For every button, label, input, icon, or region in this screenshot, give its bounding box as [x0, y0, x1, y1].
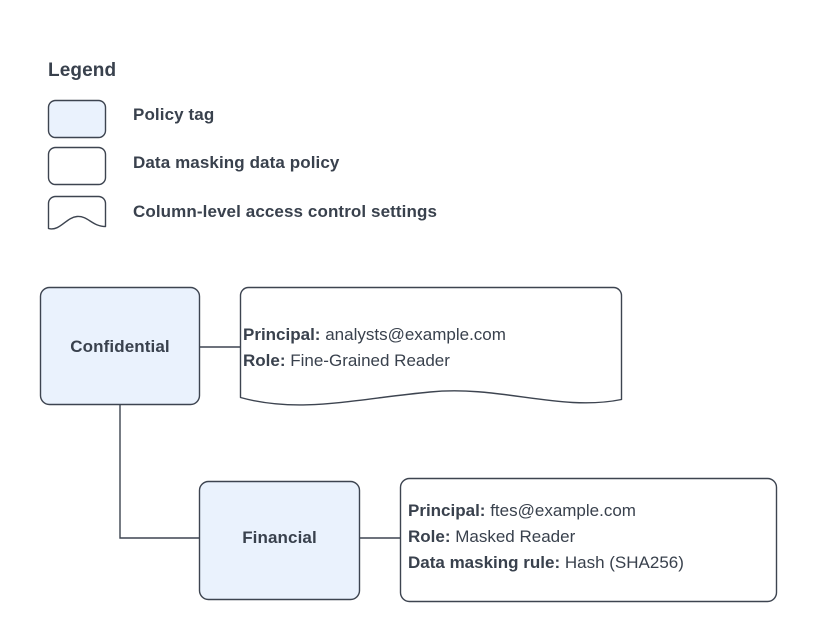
legend-swatch-column-access-settings: [47, 195, 107, 230]
callout-key: Role:: [243, 351, 286, 370]
callout-value: Fine-Grained Reader: [290, 351, 450, 370]
legend-swatch-policy-tag: [47, 99, 107, 139]
callout-value: analysts@example.com: [325, 325, 506, 344]
node-label-confidential: Confidential: [70, 337, 170, 356]
legend-title: Legend: [48, 60, 117, 81]
callout-key: Principal:: [408, 501, 486, 520]
callout-line: Principal: ftes@example.com: [408, 498, 684, 524]
callout-line: Role: Fine-Grained Reader: [243, 348, 506, 374]
callout-key: Principal:: [243, 325, 321, 344]
callout-text-confidential-access: Principal: analysts@example.com Role: Fi…: [243, 322, 506, 374]
callout-confidential-access-shape[interactable]: [239, 286, 623, 406]
legend-item-label-column-access-settings: Column-level access control settings: [133, 202, 438, 221]
callout-key: Role:: [408, 527, 451, 546]
callout-text-financial-masking: Principal: ftes@example.com Role: Masked…: [408, 498, 684, 576]
legend-item-label-data-masking-policy: Data masking data policy: [133, 153, 340, 172]
callout-key: Data masking rule:: [408, 553, 561, 572]
callout-line: Data masking rule: Hash (SHA256): [408, 550, 684, 576]
callout-line: Role: Masked Reader: [408, 524, 684, 550]
callout-line: Principal: analysts@example.com: [243, 322, 506, 348]
callout-value: ftes@example.com: [490, 501, 636, 520]
connector-confidential-to-financial: [119, 405, 200, 539]
node-label-financial: Financial: [242, 528, 317, 547]
node-confidential[interactable]: [39, 286, 201, 406]
legend-item-label-policy-tag: Policy tag: [133, 105, 215, 124]
node-financial[interactable]: [198, 480, 361, 601]
legend-swatch-data-masking-policy: [47, 146, 107, 186]
callout-value: Hash (SHA256): [564, 553, 684, 572]
callout-value: Masked Reader: [455, 527, 576, 546]
callout-financial-masking-shape[interactable]: [399, 477, 778, 603]
